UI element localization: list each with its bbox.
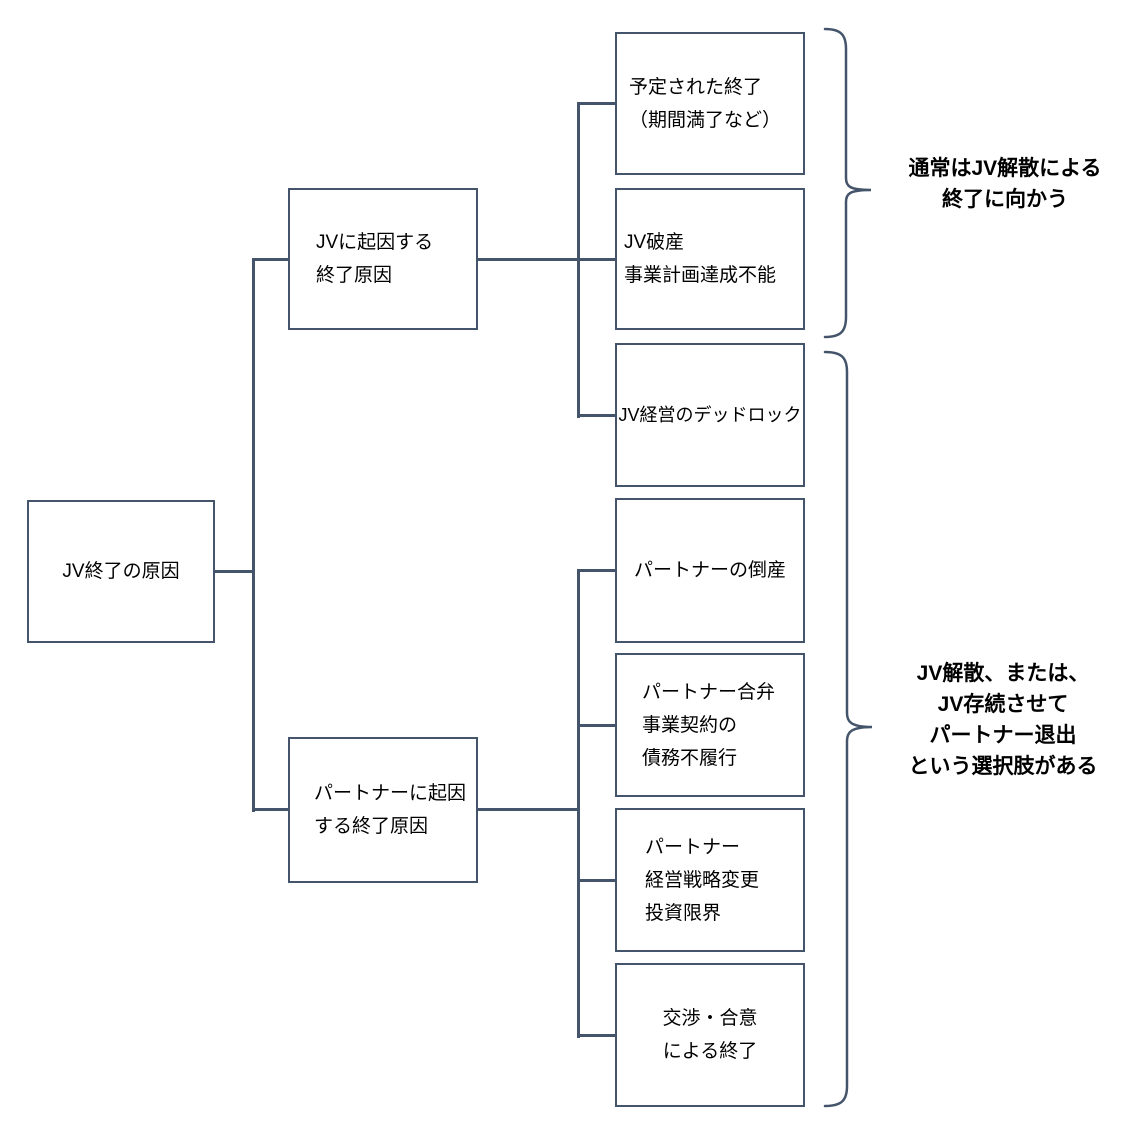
node-partner-strategy-change: パートナー 経営戦略変更 投資限界 (615, 808, 805, 952)
node-planned-termination: 予定された終了 （期間満了など） (615, 32, 805, 175)
node-jv-management-deadlock: JV経営のデッドロック (615, 343, 805, 487)
node-label: JV破産 事業計画達成不能 (624, 232, 777, 286)
connector-partner-branch-out (478, 808, 580, 811)
node-label: パートナー合弁 事業契約の 債務不履行 (642, 681, 776, 769)
connector-trunk-level1 (252, 258, 255, 812)
node-jv-termination-cause: JV終了の原因 (27, 500, 215, 643)
node-label: JV経営のデッドロック (618, 404, 802, 425)
node-label: 予定された終了 （期間満了など） (629, 76, 782, 131)
node-jv-bankruptcy: JV破産 事業計画達成不能 (615, 188, 805, 330)
connector-to-contract-default (577, 724, 615, 727)
node-label: JV終了の原因 (62, 561, 180, 582)
right-brace-bottom-group (823, 350, 873, 1108)
connector-to-strategy-change (577, 879, 615, 882)
node-label: JVに起因する 終了原因 (316, 232, 434, 286)
annotation-dissolution-or-exit-options: JV解散、または、 JV存続させて パートナー退出 という選択肢がある (908, 662, 1098, 778)
connector-jv-branch-out (478, 258, 615, 261)
connector-trunk-partner-leaves (577, 569, 580, 1038)
node-partner-contract-default: パートナー合弁 事業契約の 債務不履行 (615, 653, 805, 797)
node-jv-originated-causes: JVに起因する 終了原因 (288, 188, 478, 330)
node-label: パートナーの倒産 (633, 560, 786, 581)
connector-to-jv-branch (252, 258, 288, 261)
node-partner-originated-causes: パートナーに起因 する終了原因 (288, 737, 478, 883)
connector-to-partner-branch (252, 808, 288, 811)
right-brace-top-group (823, 27, 872, 339)
node-partner-bankruptcy: パートナーの倒産 (615, 498, 805, 643)
node-label: パートナー 経営戦略変更 投資限界 (645, 836, 760, 924)
connector-to-deadlock (577, 414, 615, 417)
connector-trunk-jv-leaves (577, 102, 580, 418)
connector-to-agreement (577, 1034, 615, 1037)
node-label: パートナーに起因 する終了原因 (314, 783, 467, 837)
annotation-dissolution-outcome: 通常はJV解散による 終了に向かう (908, 157, 1102, 211)
connector-to-partner-bankruptcy (577, 569, 615, 572)
connector-to-planned-termination (577, 102, 615, 105)
node-termination-by-agreement: 交渉・合意 による終了 (615, 963, 805, 1107)
node-label: 交渉・合意 による終了 (662, 1008, 758, 1062)
connector-root-trunk (215, 570, 255, 573)
